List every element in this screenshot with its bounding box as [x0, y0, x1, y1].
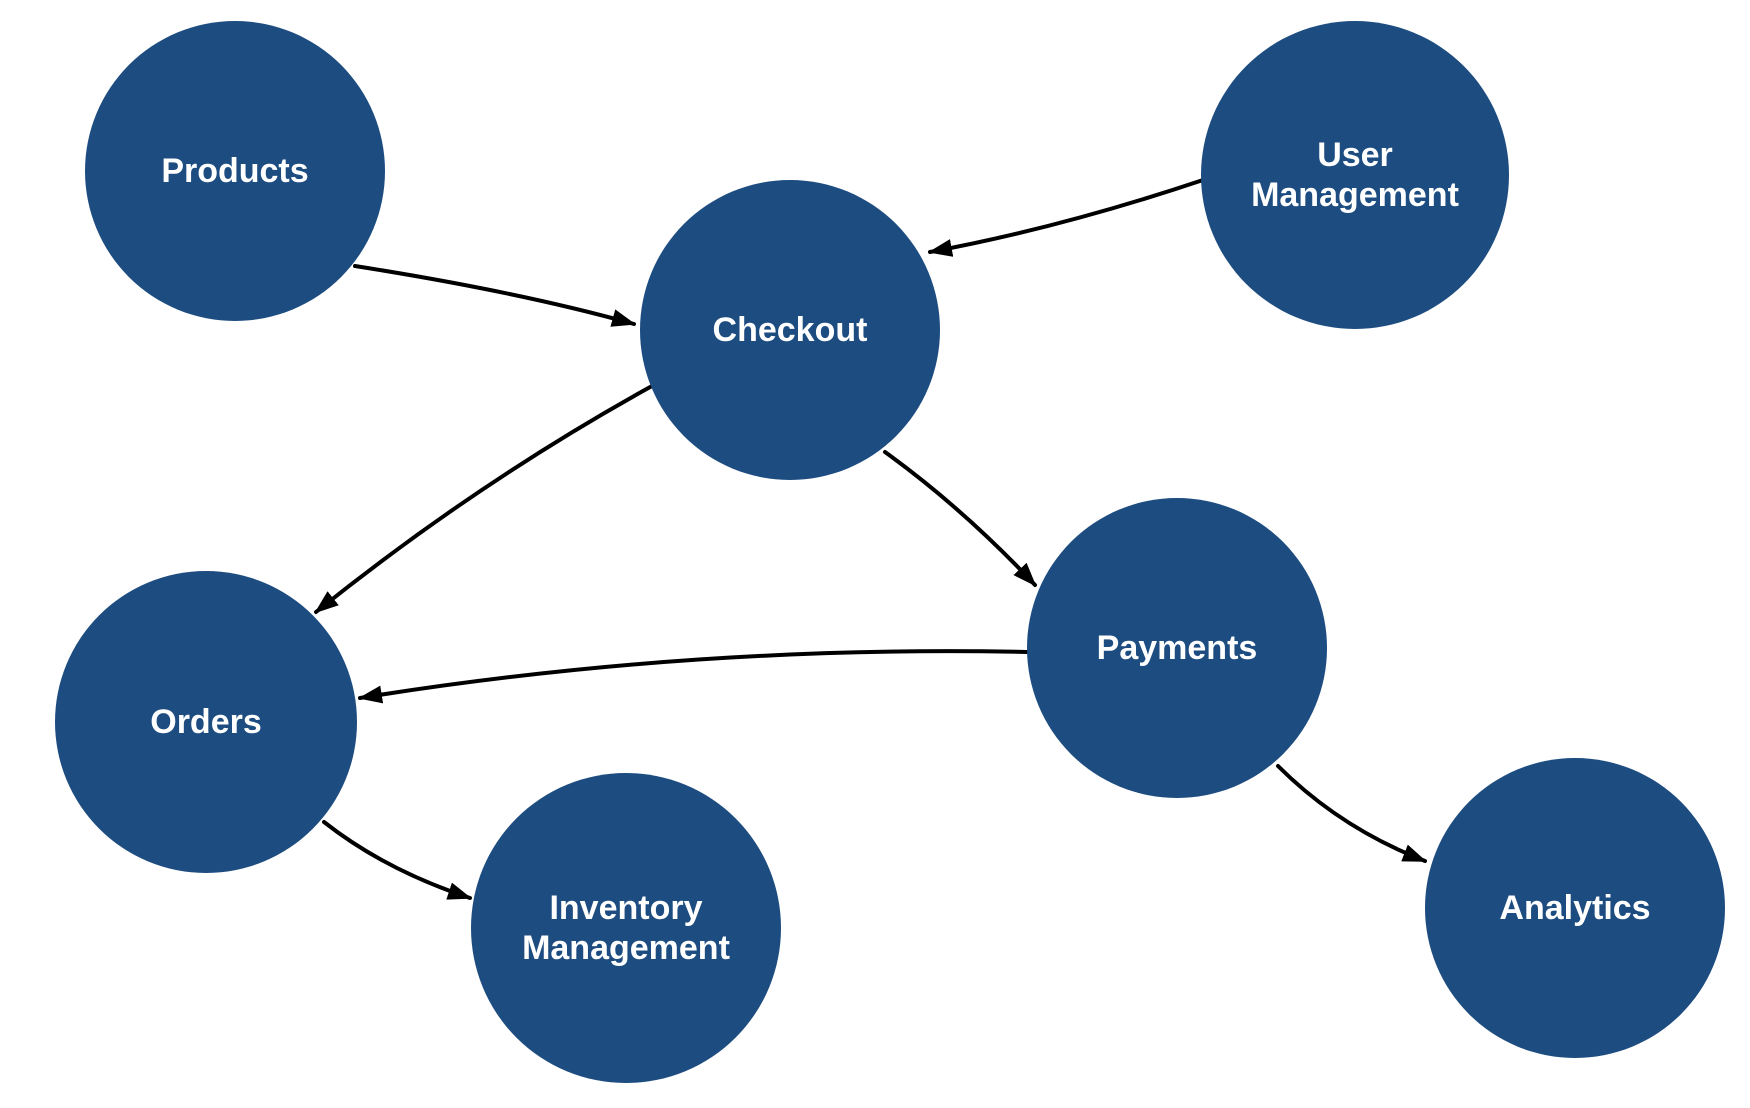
- node-user-management[interactable]: User Management: [1201, 21, 1509, 329]
- node-products[interactable]: Products: [85, 21, 385, 321]
- node-orders-label: Orders: [150, 702, 262, 741]
- node-payments-label: Payments: [1096, 628, 1258, 667]
- node-checkout-label: Checkout: [712, 310, 868, 349]
- node-inventory-management-label: Inventory Management: [522, 888, 730, 967]
- node-analytics[interactable]: Analytics: [1425, 758, 1725, 1058]
- edge-payments-analytics: [1276, 764, 1427, 863]
- node-inventory-management[interactable]: Inventory Management: [471, 773, 781, 1083]
- edge-payments-orders: [358, 649, 1029, 704]
- edge-checkout-orders: [314, 384, 654, 614]
- node-checkout[interactable]: Checkout: [640, 180, 940, 480]
- node-orders[interactable]: Orders: [55, 571, 357, 873]
- edge-products-checkout: [353, 264, 636, 327]
- edge-checkout-payments: [883, 450, 1037, 587]
- node-payments[interactable]: Payments: [1027, 498, 1327, 798]
- node-products-label: Products: [161, 151, 309, 190]
- node-user-management-label: User Management: [1251, 135, 1459, 214]
- edge-orders-inventory-management: [322, 820, 472, 900]
- node-analytics-label: Analytics: [1499, 888, 1651, 927]
- edge-user-management-checkout: [928, 178, 1205, 257]
